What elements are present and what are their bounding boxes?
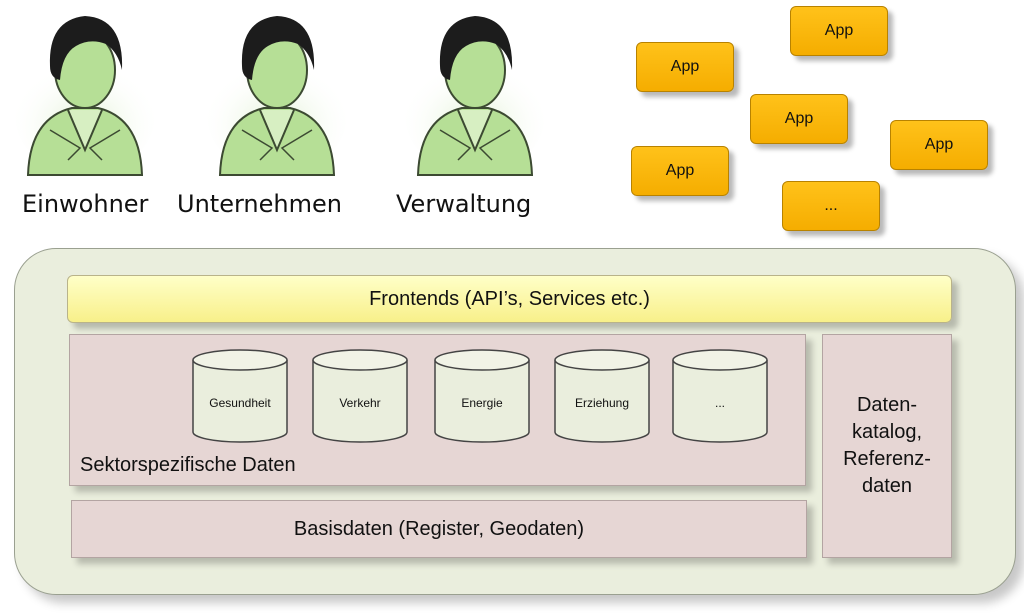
- data-catalog-label: Daten- katalog, Referenz- daten: [843, 394, 931, 497]
- database-icon: [554, 349, 650, 443]
- sector-cylinder-erziehung: Erziehung: [553, 348, 651, 444]
- sector-cylinder-verkehr: Verkehr: [311, 348, 409, 444]
- person-icon: [15, 16, 155, 176]
- base-data-layer: Basisdaten (Register, Geodaten): [71, 500, 807, 558]
- person-einwohner: Einwohner: [10, 0, 160, 218]
- sector-label: Gesundheit: [209, 396, 271, 410]
- person-icon: [405, 16, 545, 176]
- sector-cylinder-energie: Energie: [433, 348, 531, 444]
- person-icon: [207, 16, 347, 176]
- app-box: App: [631, 146, 729, 196]
- person-unternehmen: Unternehmen: [177, 0, 352, 218]
- sector-label: Verkehr: [339, 396, 381, 410]
- database-icon: [192, 349, 288, 443]
- person-label: Verwaltung: [396, 190, 532, 218]
- sector-data-label: Sektorspezifische Daten: [80, 454, 296, 476]
- person-label: Einwohner: [22, 190, 149, 218]
- database-icon: [672, 349, 768, 443]
- person-label: Unternehmen: [177, 190, 342, 218]
- database-icon: [434, 349, 530, 443]
- data-catalog-box: Daten- katalog, Referenz- daten: [822, 334, 952, 558]
- person-verwaltung: Verwaltung: [396, 0, 550, 218]
- app-box-more: ...: [782, 181, 880, 231]
- app-box: App: [790, 6, 888, 56]
- sector-cylinder-more: ...: [671, 348, 769, 444]
- database-icon: [312, 349, 408, 443]
- app-box: App: [890, 120, 988, 170]
- app-box: App: [750, 94, 848, 144]
- frontends-layer: Frontends (API’s, Services etc.): [67, 275, 952, 323]
- sector-cylinder-gesundheit: Gesundheit: [191, 348, 289, 444]
- sector-label: ...: [714, 396, 725, 410]
- app-box: App: [636, 42, 734, 92]
- sector-label: Energie: [461, 396, 503, 410]
- sector-label: Erziehung: [574, 396, 630, 410]
